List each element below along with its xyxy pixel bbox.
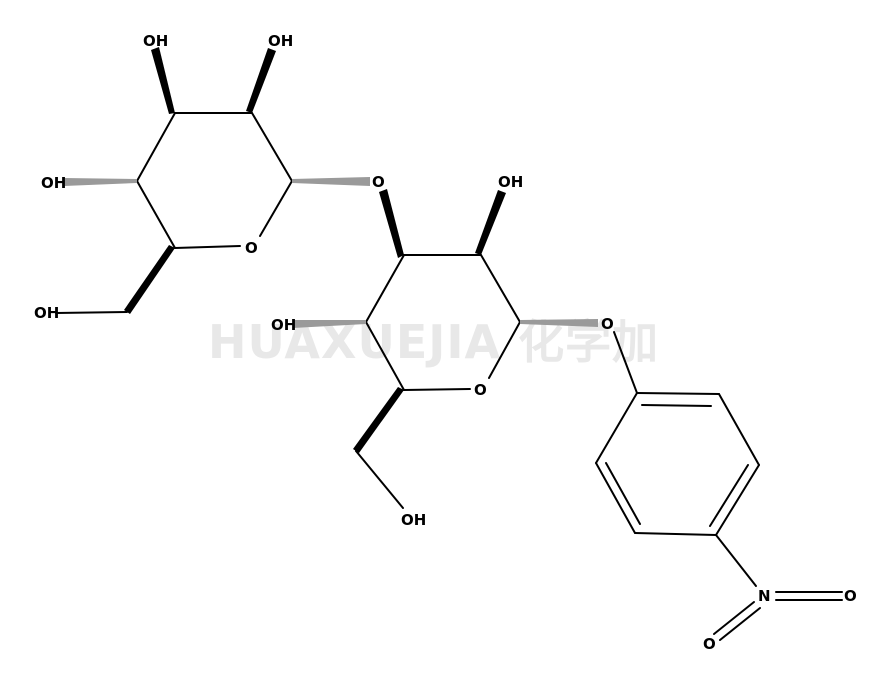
sugar-ring-2 (365, 254, 521, 391)
bond (55, 311, 128, 314)
nitro-oxygen-label: O (844, 587, 857, 605)
bond (715, 534, 757, 587)
bond (634, 532, 717, 536)
hydroxyl-label: OH (498, 173, 523, 191)
sugar-ring-1 (136, 112, 293, 249)
glycosidic-oxygen-label: O (372, 173, 385, 191)
wedge-bond (246, 48, 276, 113)
bond (709, 464, 749, 527)
bond (259, 180, 293, 237)
bond (174, 245, 241, 249)
bond (355, 450, 404, 509)
bond (480, 254, 521, 323)
hash-wedge-bond (292, 177, 370, 186)
bond (251, 112, 293, 182)
wedge-bond (475, 190, 506, 255)
hash-wedge-bond (64, 178, 137, 186)
bond (365, 321, 405, 391)
bond (636, 392, 720, 395)
wedge-bond (151, 47, 175, 114)
bond (605, 462, 641, 525)
hash-wedge-bond (293, 320, 366, 328)
bond (715, 464, 760, 536)
bond (713, 601, 755, 635)
bond (136, 180, 176, 249)
bond (719, 607, 761, 641)
ring-oxygen-label: O (245, 239, 258, 257)
nitro-oxygen-label: O (703, 635, 716, 653)
hydroxyl-label: OH (271, 316, 296, 334)
ether-oxygen-label: O (601, 315, 614, 333)
bond (613, 331, 638, 394)
hydroxyl-label: OH (401, 511, 426, 529)
bond (403, 388, 471, 391)
wedge-bond (353, 387, 404, 453)
hydroxyl-label: OH (268, 32, 293, 50)
bond (641, 404, 712, 407)
hydroxyl-label: OH (143, 32, 168, 50)
bond (718, 393, 760, 466)
bond (595, 392, 638, 464)
bond (595, 462, 636, 534)
nitro-group (713, 534, 843, 641)
hydroxyl-label: OH (41, 174, 66, 192)
wedge-bond (379, 189, 404, 258)
bond (136, 112, 176, 182)
ring-oxygen-label: O (474, 381, 487, 399)
bond (488, 321, 521, 379)
hash-wedge-bond (520, 319, 598, 327)
benzene-ring (595, 331, 760, 536)
bond (365, 254, 405, 323)
nitrogen-label: N (758, 587, 771, 605)
wedge-bond (124, 245, 175, 314)
hydroxyl-label: OH (34, 304, 59, 322)
